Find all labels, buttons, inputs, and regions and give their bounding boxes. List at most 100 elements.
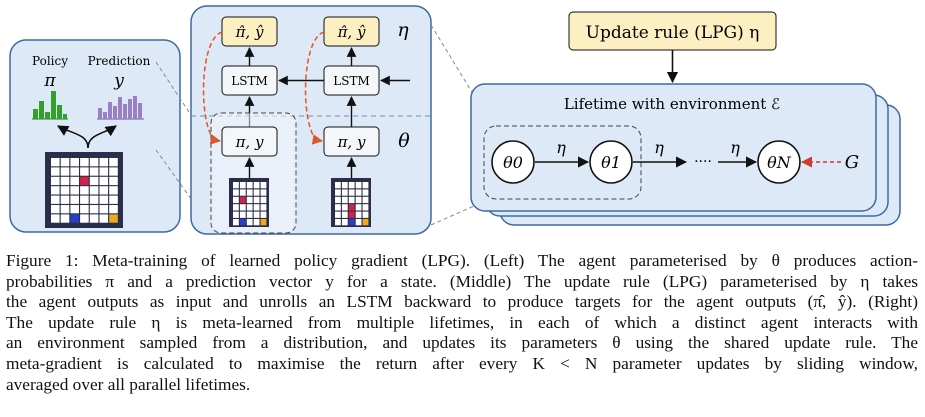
ellipsis: ···· [694, 154, 712, 170]
grid-cell [70, 176, 79, 186]
figure-diagram: Policy π Prediction y [9, 5, 901, 235]
caption-line: meta-gradient is calculated to maximise … [6, 353, 918, 373]
target-feedback-arrow-2 [304, 31, 325, 145]
grid-cell [260, 204, 267, 211]
prediction-bar [108, 102, 112, 119]
grid-cell [362, 182, 369, 189]
left-panel: Policy π Prediction y [9, 39, 181, 233]
grid-cell [260, 211, 267, 218]
grid-cell [246, 204, 253, 211]
grid-cell [246, 196, 253, 204]
grid-cell [60, 176, 70, 186]
grid-cell [355, 196, 362, 204]
grid-cell [109, 167, 118, 176]
state-node-theta0 [491, 140, 535, 184]
grid-cell [246, 219, 253, 226]
grid-cell [355, 182, 362, 189]
grid-cell [89, 214, 99, 223]
grid-cell [253, 204, 260, 211]
grid-cell [70, 214, 79, 223]
policy-bar [51, 91, 56, 119]
prediction-bar [138, 103, 142, 119]
grid-cell [239, 182, 246, 189]
prediction-symbol: y [113, 71, 124, 91]
grid-cell [253, 219, 260, 226]
prediction-label: Prediction [88, 54, 151, 68]
gridworld-state-large [45, 152, 123, 228]
grid-cell [260, 182, 267, 189]
right-panel: Update rule (LPG) η Lifetime with enviro… [470, 11, 901, 226]
grid-cell [239, 196, 246, 204]
grid-cell [335, 204, 341, 211]
grid-cell [89, 205, 99, 214]
grid-cell [99, 158, 109, 167]
state-node-label: θ1 [601, 153, 621, 172]
grid-cell [233, 196, 239, 204]
grid-cell [99, 186, 109, 195]
zoom-connector [430, 24, 493, 126]
grid-cell [89, 167, 99, 176]
output-target-box-2 [323, 16, 380, 47]
grid-cell [239, 204, 246, 211]
grid-cell [348, 182, 355, 189]
grid-cell [362, 189, 369, 196]
grid-cell [89, 158, 99, 167]
agent-output-box-1-overlay [221, 126, 278, 157]
goal-label: G [845, 152, 859, 173]
caption-line: The update rule η is meta-learned from m… [6, 312, 918, 332]
grid-cell [60, 167, 70, 176]
output-target-label: π̂, ŷ [235, 23, 264, 41]
grid-cell [60, 186, 70, 195]
grid-cell [60, 158, 70, 167]
grid-cell [253, 189, 260, 196]
prediction-bar [103, 112, 107, 119]
grid-cell [355, 189, 362, 196]
grid-cell [89, 186, 99, 195]
grid-cell [239, 219, 246, 226]
grid-cell [253, 211, 260, 218]
grid-cell [233, 189, 239, 196]
grid-cell [355, 204, 362, 211]
state-node-label: θ0 [503, 153, 523, 172]
grid-cell [51, 167, 60, 176]
grid-cell [341, 204, 348, 211]
grid-cell [89, 195, 99, 204]
lifetime-label: Lifetime with environment ℰ [564, 95, 780, 113]
grid-cell [260, 219, 267, 226]
policy-bar-chart [32, 91, 68, 120]
grid-cell [335, 182, 341, 189]
prediction-bar [118, 97, 122, 119]
caption-line: the agent outputs as input and unrolls a… [6, 292, 918, 312]
grid-cell [60, 195, 70, 204]
policy-bar [33, 109, 38, 119]
policy-bar [63, 114, 67, 119]
grid-cell [109, 176, 118, 186]
grid-cell [80, 195, 89, 204]
grid-cell [246, 189, 253, 196]
theta-symbol: θ [398, 130, 410, 152]
grid-cell [51, 176, 60, 186]
middle-panel: π̂, ŷ π̂, ŷ η LSTM LSTM π, y π, y θ π, y [190, 5, 432, 235]
grid-cell [51, 195, 60, 204]
grid-cell [70, 186, 79, 195]
grid-cell [348, 204, 355, 211]
grid-cell [341, 182, 348, 189]
grid-cell [70, 158, 79, 167]
grid-cell [70, 167, 79, 176]
grid-cell [51, 205, 60, 214]
grid-cell [60, 214, 70, 223]
caption-line: averaged over all parallel lifetimes. [6, 374, 251, 394]
grid-cell [348, 211, 355, 218]
grid-cell [70, 205, 79, 214]
grid-cell [109, 186, 118, 195]
prediction-bar-chart [97, 96, 144, 120]
grid-cell [335, 219, 341, 226]
state-node-theta1 [589, 140, 633, 184]
grid-cell [109, 205, 118, 214]
output-target-label: π̂, ŷ [337, 23, 366, 41]
grid-cell [253, 182, 260, 189]
grid-cell [362, 204, 369, 211]
policy-symbol: π [43, 71, 56, 91]
prediction-bar [128, 99, 132, 119]
grid-cell [109, 214, 118, 223]
